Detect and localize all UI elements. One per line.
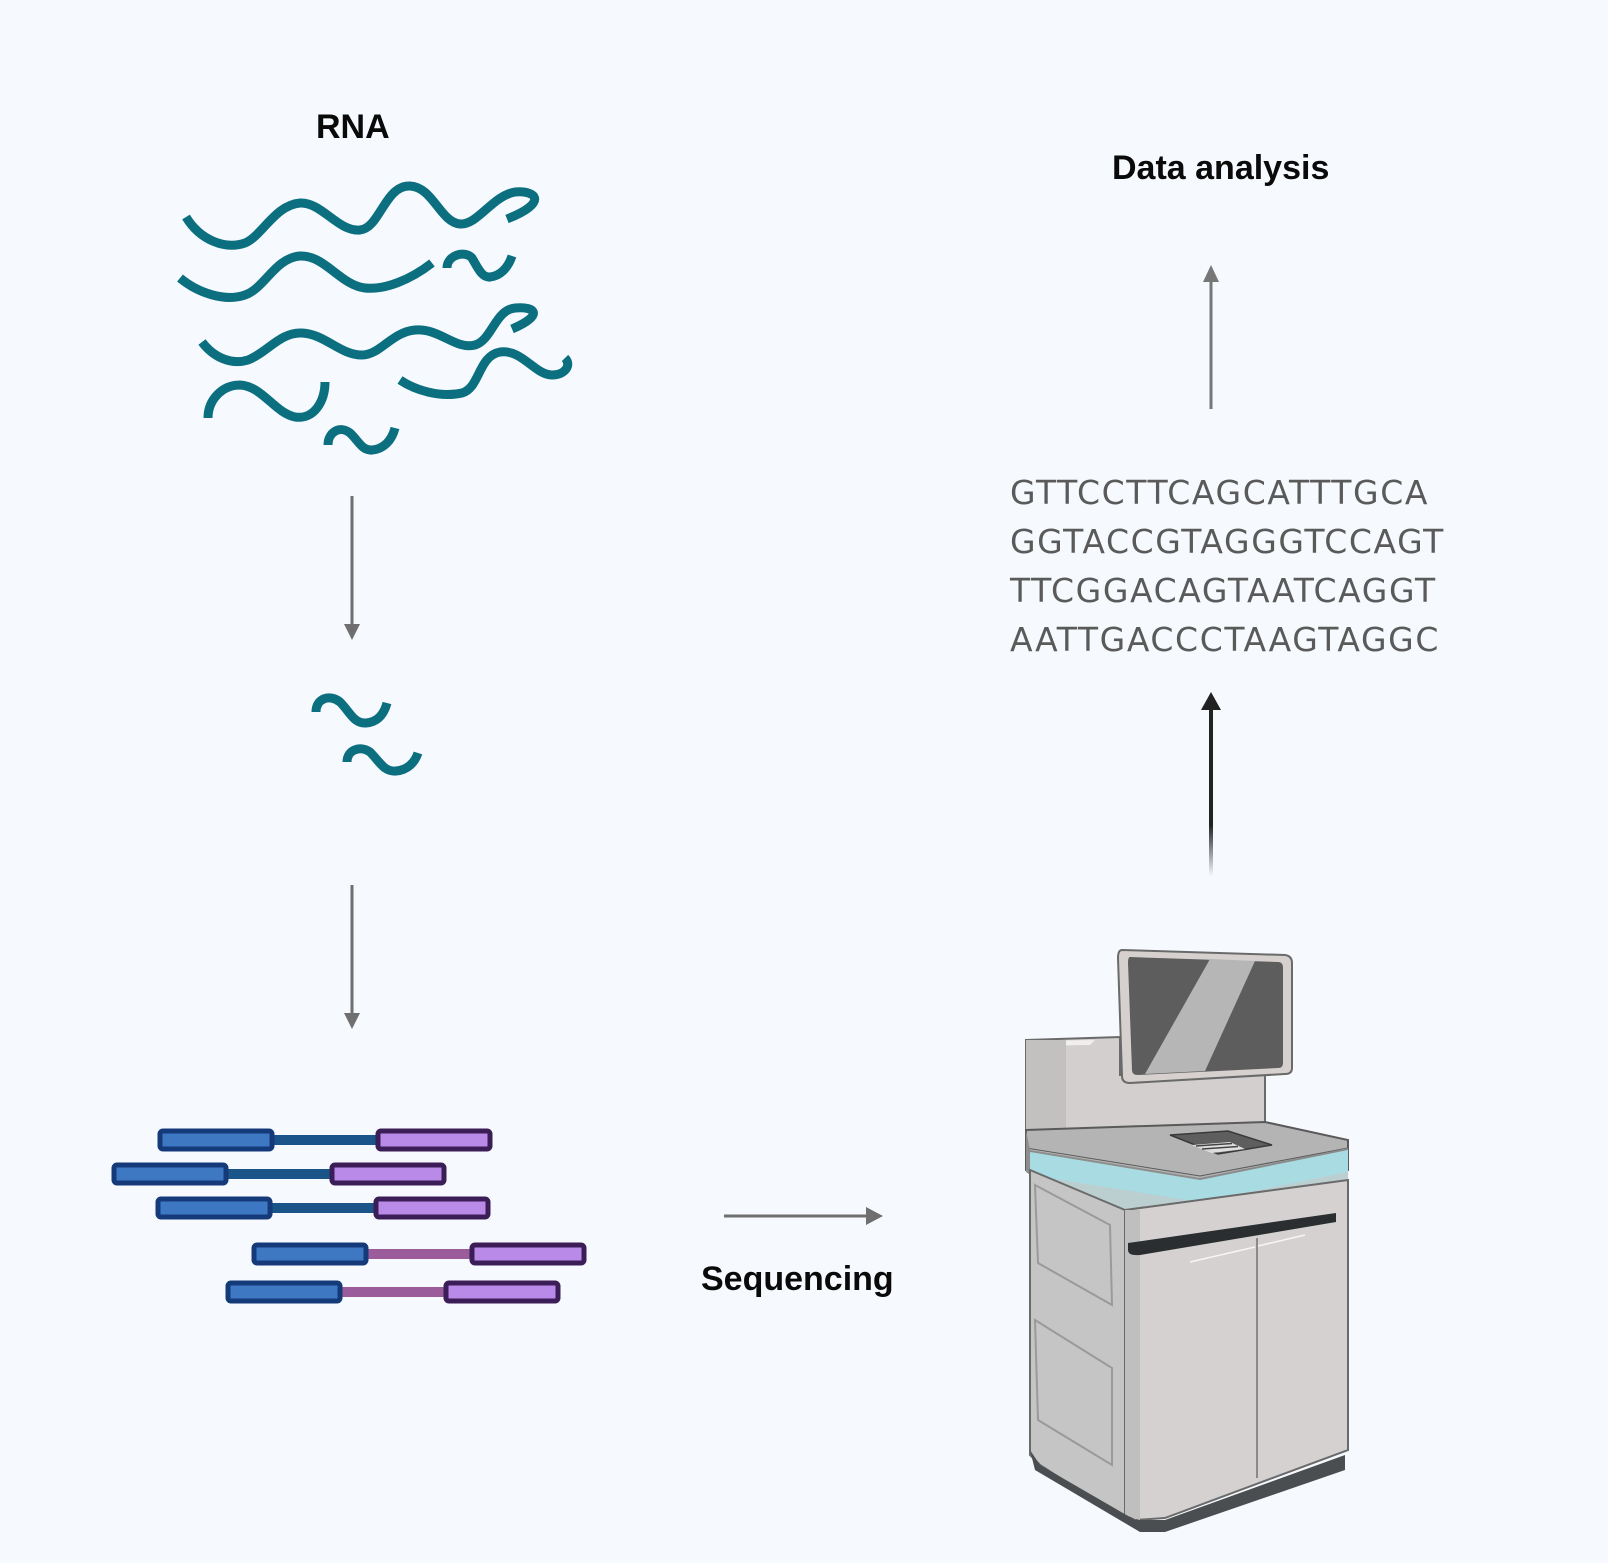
adapter-blue xyxy=(251,1242,369,1266)
rna-label: RNA xyxy=(316,108,390,146)
sequence-read: GTTCCTTCAGCATTTGCA xyxy=(1010,473,1430,512)
rna-strand xyxy=(442,249,517,282)
sequencing-label: Sequencing xyxy=(701,1260,894,1298)
rna-fragment xyxy=(311,693,392,728)
adapter-ligated-library-icon xyxy=(111,1128,587,1304)
arrow-right-icon xyxy=(724,1207,883,1225)
adapter-purple xyxy=(469,1242,587,1266)
rna-strand xyxy=(323,425,400,455)
library-fragment xyxy=(111,1162,447,1186)
library-fragment xyxy=(251,1242,587,1266)
cdna-insert xyxy=(226,1169,332,1179)
arrow-down-icon xyxy=(344,496,360,640)
adapter-blue xyxy=(111,1162,229,1186)
cdna-insert xyxy=(270,1203,376,1213)
sequence-read: GGTACCGTAGGGTCCAGT xyxy=(1010,522,1445,561)
library-fragment xyxy=(157,1128,493,1152)
arrow-down-icon xyxy=(344,885,360,1029)
sequence-read: AATTGACCCTAAGTAGGC xyxy=(1010,620,1440,659)
rna-strands-icon xyxy=(177,181,573,455)
rna-strand xyxy=(203,380,330,422)
adapter-purple xyxy=(443,1280,561,1304)
sequence-reads: GTTCCTTCAGCATTTGCA GGTACCGTAGGGTCCAGT TT… xyxy=(1010,468,1445,664)
adapter-blue xyxy=(155,1196,273,1220)
monitor-icon xyxy=(1116,948,1293,1085)
data-analysis-label: Data analysis xyxy=(1112,149,1330,187)
cabinet-handle-bar xyxy=(1128,1213,1336,1256)
rna-strand xyxy=(177,251,435,302)
arrow-up-icon xyxy=(1203,265,1219,409)
arrow-up-icon xyxy=(1201,692,1221,876)
cdna-insert xyxy=(340,1287,446,1297)
rna-fragment xyxy=(342,744,423,776)
adapter-purple xyxy=(375,1128,493,1152)
library-fragment xyxy=(225,1280,561,1304)
sequence-read: TTCGGACAGTAATCAGGT xyxy=(1010,571,1437,610)
cdna-insert xyxy=(272,1135,378,1145)
adapter-purple xyxy=(373,1196,491,1220)
adapter-blue xyxy=(225,1280,343,1304)
sequencer-machine-icon xyxy=(1025,948,1349,1532)
library-fragment xyxy=(155,1196,491,1220)
adapter-purple xyxy=(329,1162,447,1186)
rna-fragments-icon xyxy=(311,693,423,776)
adapter-blue xyxy=(157,1128,275,1152)
cdna-insert xyxy=(366,1249,472,1259)
rna-strand xyxy=(182,181,540,250)
rna-strand xyxy=(198,303,538,367)
rna-strand xyxy=(397,347,573,400)
